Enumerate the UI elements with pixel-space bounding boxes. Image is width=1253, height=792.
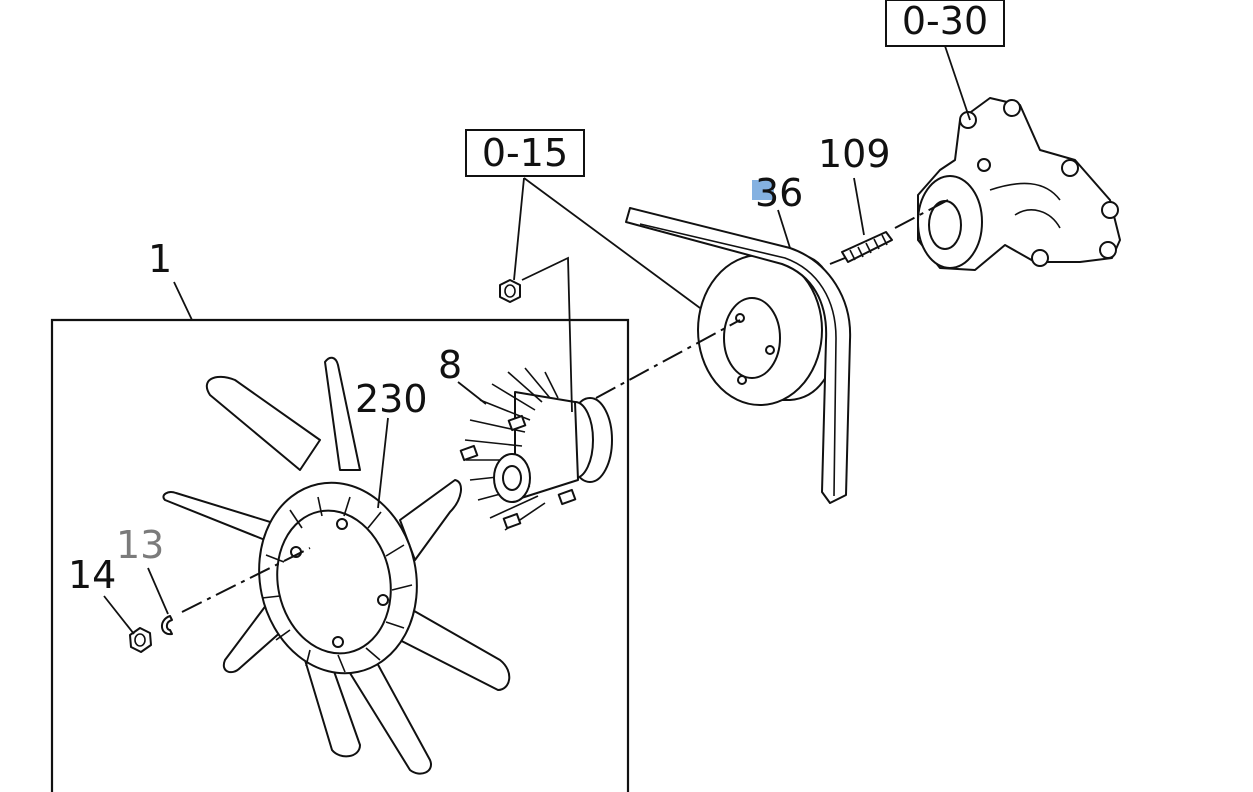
part-number-109[interactable]: 109 — [818, 132, 891, 176]
part-number-13[interactable]: 13 — [116, 523, 164, 567]
callout-box-0-15[interactable]: 0-15 — [465, 129, 585, 177]
part-number-36[interactable]: 36 — [755, 171, 803, 215]
part-number-14[interactable]: 14 — [68, 553, 116, 597]
water-pump[interactable] — [917, 97, 1121, 271]
part-number-230[interactable]: 230 — [355, 377, 428, 421]
fan-clutch[interactable] — [459, 367, 613, 531]
fan-assembly-frame — [50, 318, 630, 792]
pulley-nut[interactable] — [499, 279, 521, 303]
fan-pulley[interactable] — [697, 254, 840, 406]
part-number-1[interactable]: 1 — [148, 237, 172, 281]
cooling-fan[interactable] — [162, 356, 511, 775]
v-belt[interactable] — [625, 207, 852, 504]
highlight-marker — [752, 180, 774, 200]
part-number-8[interactable]: 8 — [438, 343, 462, 387]
callout-label-0-30: 0-30 — [902, 0, 988, 43]
fan-nut[interactable] — [129, 627, 152, 653]
leader-lines — [103, 45, 971, 635]
callout-label-0-15: 0-15 — [482, 131, 568, 175]
lock-washer[interactable] — [161, 615, 173, 636]
center-lines — [181, 199, 949, 613]
stud-bolt[interactable] — [841, 231, 893, 263]
callout-box-0-30[interactable]: 0-30 — [885, 0, 1005, 47]
